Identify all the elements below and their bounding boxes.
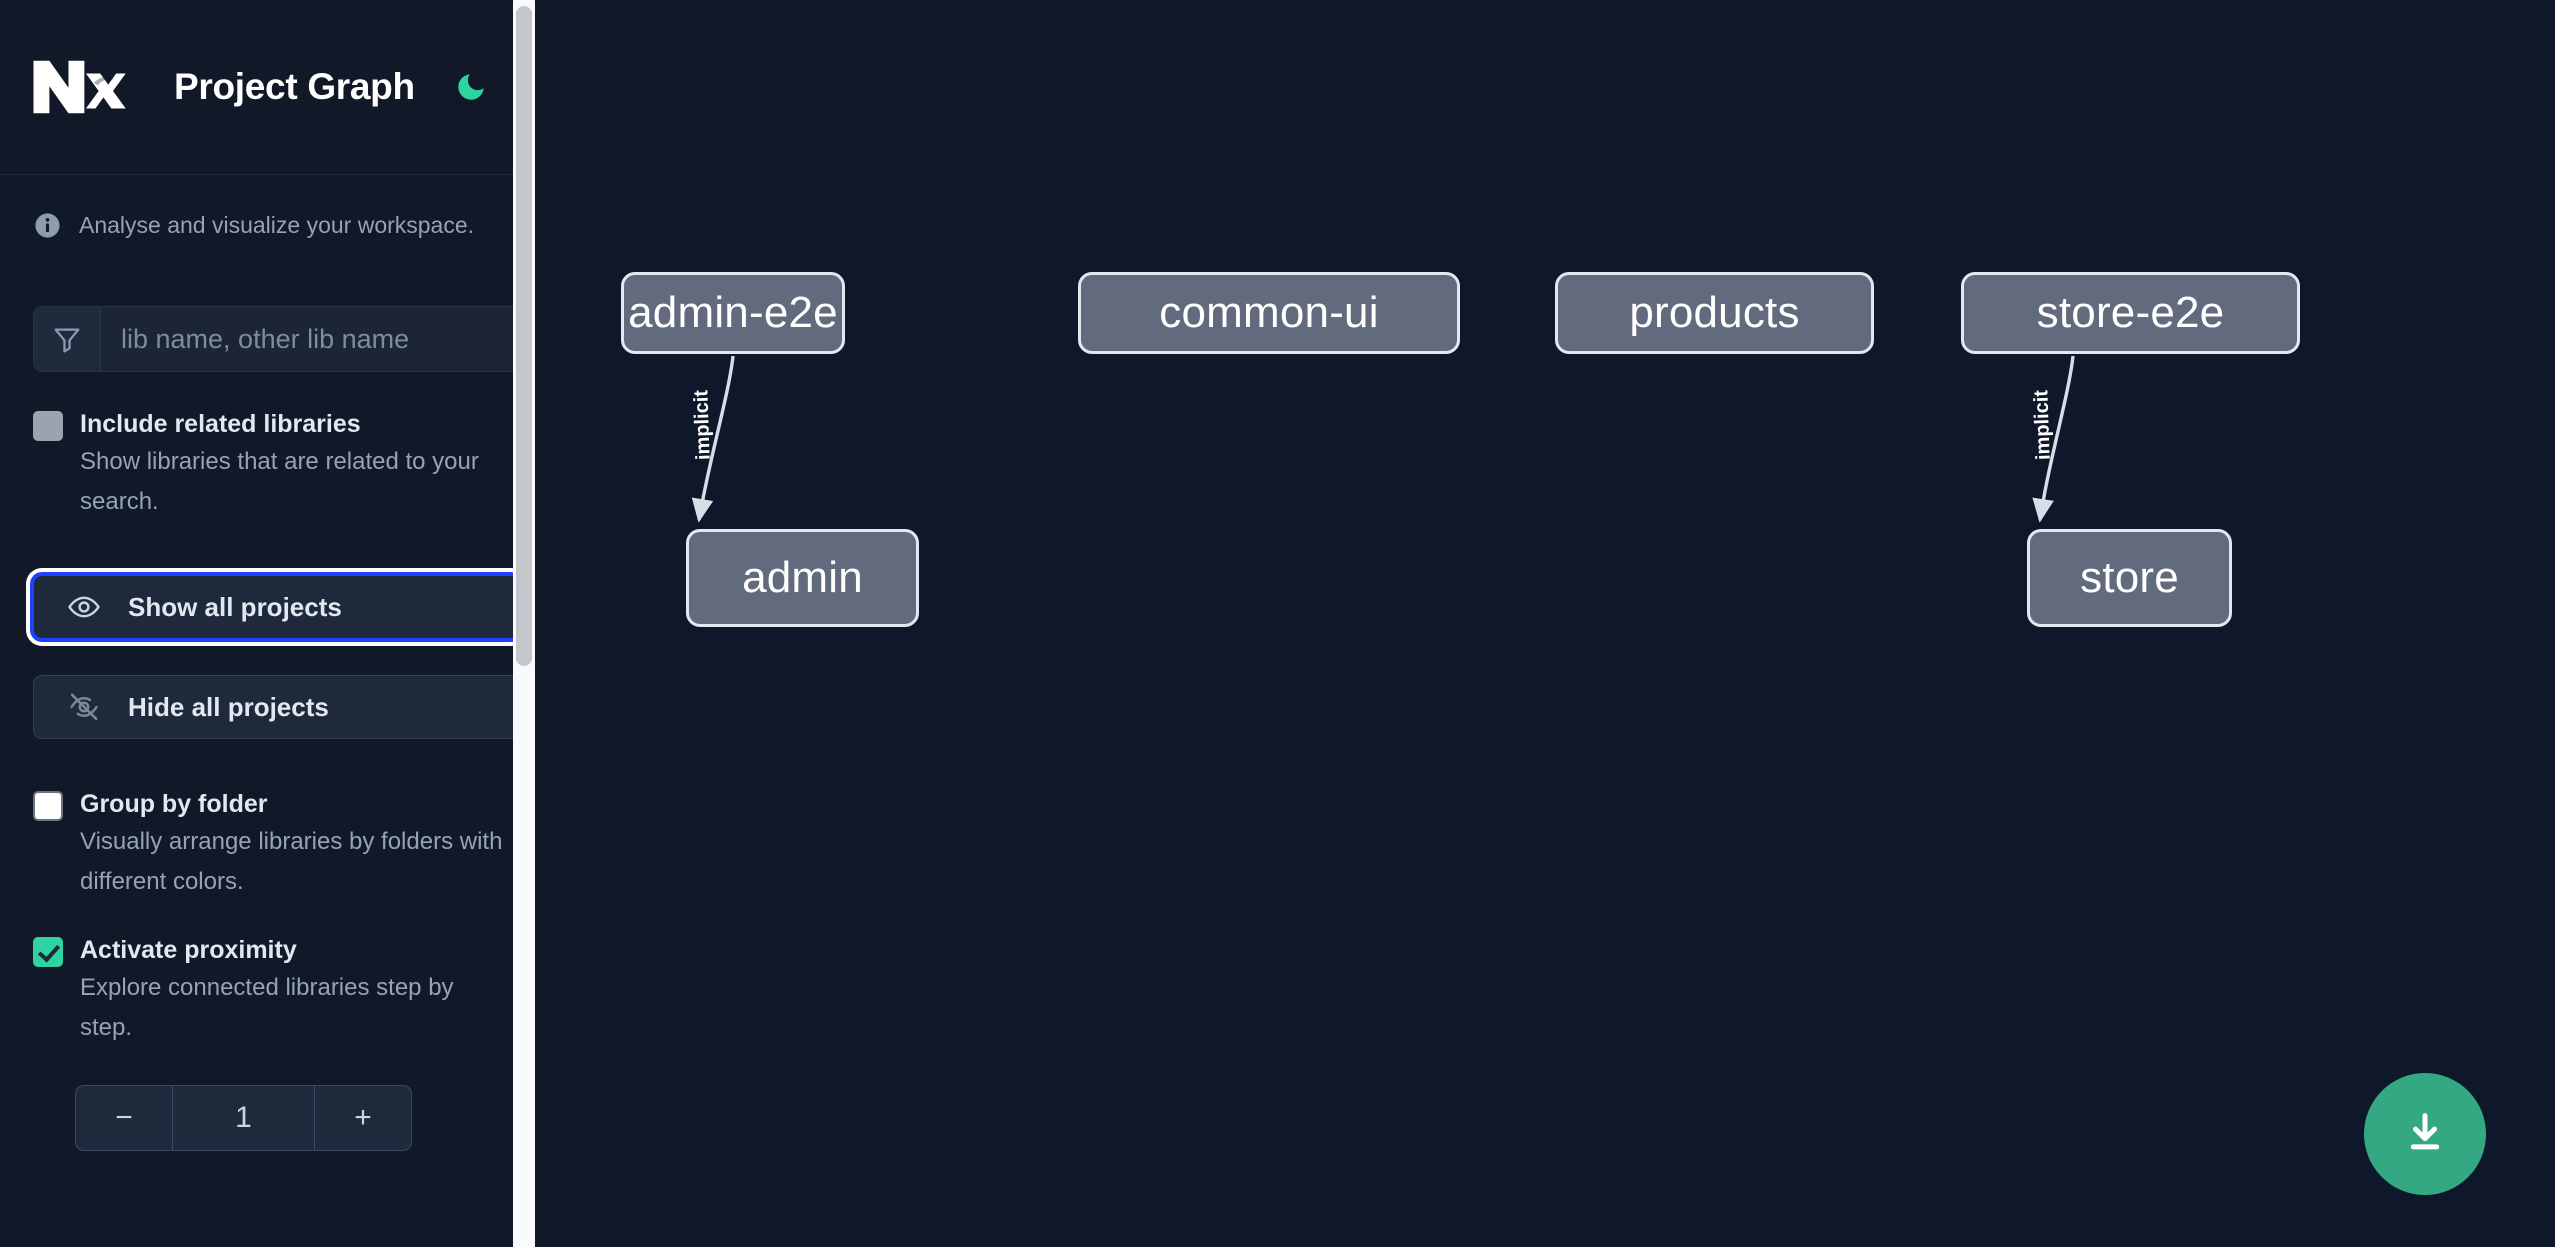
graph-node-label: common-ui xyxy=(1159,288,1379,337)
download-graph-button[interactable] xyxy=(2364,1073,2486,1195)
info-circle-icon xyxy=(33,211,62,240)
funnel-icon xyxy=(34,307,101,371)
include-related-libraries-label: Include related libraries xyxy=(80,410,361,438)
workspace-info: Analyse and visualize your workspace. xyxy=(0,175,553,240)
graph-node-common-ui[interactable]: common-ui xyxy=(1078,272,1460,354)
graph-node-label: store-e2e xyxy=(2036,288,2225,337)
group-by-folder-checkbox[interactable] xyxy=(33,791,63,821)
graph-node-label: admin-e2e xyxy=(628,288,838,337)
workspace-info-text: Analyse and visualize your workspace. xyxy=(79,212,475,238)
sidebar-header: Project Graph xyxy=(0,0,553,175)
option-group-by-folder[interactable]: Group by folder Visually arrange librari… xyxy=(0,786,553,902)
proximity-stepper[interactable]: − 1 + xyxy=(75,1085,412,1151)
graph-node-label: products xyxy=(1629,288,1800,337)
nx-logo-icon xyxy=(30,56,126,118)
graph-canvas[interactable]: admin-e2e common-ui products store-e2e a… xyxy=(553,0,2555,1247)
download-icon xyxy=(2399,1107,2451,1162)
include-related-libraries-checkbox[interactable] xyxy=(33,411,63,441)
graph-node-store[interactable]: store xyxy=(2027,529,2232,627)
graph-node-label: store xyxy=(2080,553,2179,602)
search-input[interactable] xyxy=(101,307,519,371)
page-title: Project Graph xyxy=(174,66,415,107)
group-by-folder-label: Group by folder xyxy=(80,790,268,818)
graph-node-products[interactable]: products xyxy=(1555,272,1874,354)
sidebar-scrollbar[interactable] xyxy=(513,0,535,1247)
sidebar-scrollbar-thumb[interactable] xyxy=(516,6,532,666)
moon-icon[interactable] xyxy=(453,69,489,105)
sidebar: Project Graph Analyse and visualize yo xyxy=(0,0,553,1247)
activate-proximity-checkbox[interactable] xyxy=(33,937,63,967)
proximity-decrement-button[interactable]: − xyxy=(76,1086,173,1150)
graph-node-admin[interactable]: admin xyxy=(686,529,919,627)
show-all-projects-button[interactable]: Show all projects xyxy=(33,575,520,639)
proximity-increment-button[interactable]: + xyxy=(314,1086,411,1150)
graph-node-label: admin xyxy=(742,553,863,602)
option-include-related-libraries[interactable]: Include related libraries Show libraries… xyxy=(0,406,553,522)
sidebar-right-edge xyxy=(535,0,553,1247)
group-by-folder-description: Visually arrange libraries by folders wi… xyxy=(80,828,503,895)
graph-edges xyxy=(691,355,2075,523)
include-related-libraries-description: Show libraries that are related to your … xyxy=(80,448,479,515)
sidebar-content: Project Graph Analyse and visualize yo xyxy=(0,0,553,1247)
hide-all-projects-button[interactable]: Hide all projects xyxy=(33,675,520,739)
option-activate-proximity[interactable]: Activate proximity Explore connected lib… xyxy=(0,932,553,1048)
activate-proximity-label: Activate proximity xyxy=(80,936,297,964)
proximity-value: 1 xyxy=(235,1101,252,1134)
eye-icon xyxy=(64,590,104,624)
filter-field[interactable] xyxy=(33,306,520,372)
hide-all-projects-label: Hide all projects xyxy=(128,691,329,722)
activate-proximity-description: Explore connected libraries step by step… xyxy=(80,974,454,1041)
graph-node-store-e2e[interactable]: store-e2e xyxy=(1961,272,2300,354)
show-all-projects-label: Show all projects xyxy=(128,591,342,622)
graph-node-admin-e2e[interactable]: admin-e2e xyxy=(621,272,845,354)
eye-off-icon xyxy=(64,690,104,724)
